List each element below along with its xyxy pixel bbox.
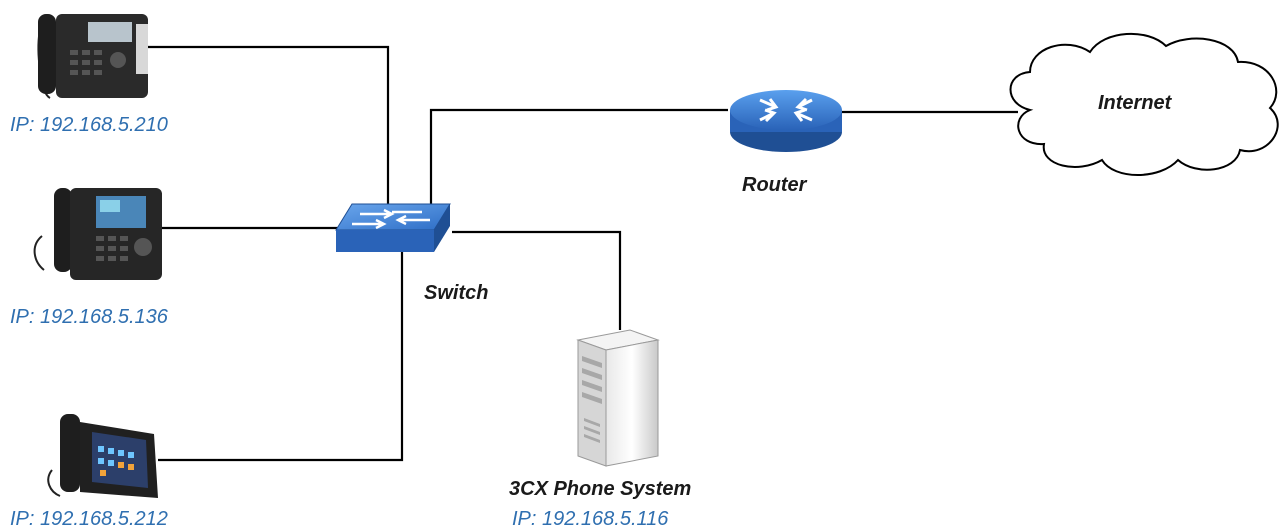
link-switch-router <box>429 108 728 205</box>
phone-3-icon <box>47 414 158 498</box>
server-name-label: 3CX Phone System <box>509 478 692 500</box>
phone-2-icon <box>33 188 162 280</box>
server-icon <box>576 329 660 467</box>
link-switch-server <box>452 230 622 330</box>
cloud-icon <box>1009 33 1279 176</box>
switch-icon <box>335 203 451 252</box>
link-phone3-switch <box>158 252 404 462</box>
phone-3-ip-label: IP: 192.168.5.212 <box>10 508 168 530</box>
router-label: Router <box>742 174 807 196</box>
phone-1-ip-label: IP: 192.168.5.210 <box>10 114 168 136</box>
connections <box>148 45 1018 462</box>
router-icon <box>730 90 842 152</box>
server-ip-label: IP: 192.168.5.116 <box>512 508 669 530</box>
switch-label: Switch <box>424 282 489 304</box>
link-phone1-switch <box>148 45 390 212</box>
phone-1-icon <box>37 14 148 99</box>
internet-label: Internet <box>1098 92 1172 114</box>
phone-2-ip-label: IP: 192.168.5.136 <box>10 306 168 328</box>
